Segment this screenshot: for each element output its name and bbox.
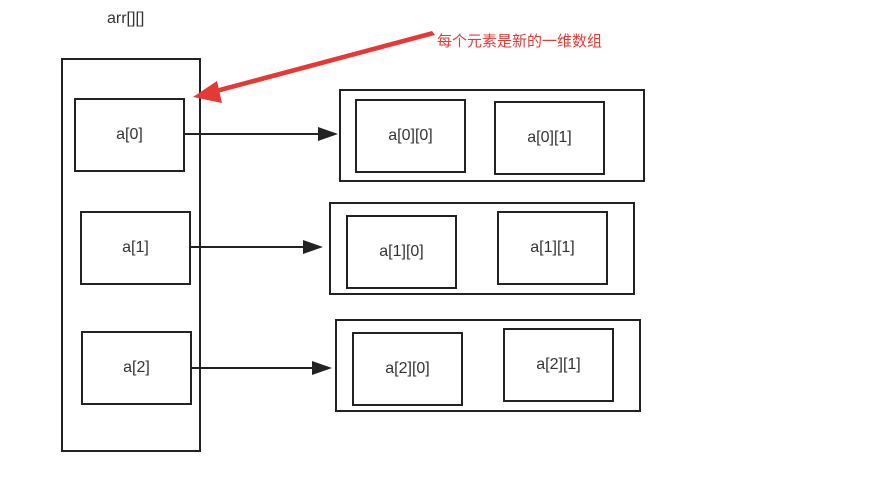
outer-cell-2: a[2] bbox=[81, 331, 192, 405]
inner-cell-1-0: a[1][0] bbox=[346, 215, 457, 289]
inner-cell-2-0: a[2][0] bbox=[352, 332, 463, 406]
inner-cell-2-1: a[2][1] bbox=[503, 328, 614, 402]
arrow-head-0 bbox=[318, 127, 338, 141]
inner-cell-0-1: a[0][1] bbox=[494, 101, 605, 175]
annotation-arrow-head bbox=[193, 81, 222, 103]
arrow-head-2 bbox=[312, 361, 332, 375]
annotation-arrow-shaft bbox=[211, 31, 435, 94]
inner-cell-0-0: a[0][0] bbox=[355, 99, 466, 173]
annotation-text: 每个元素是新的一维数组 bbox=[437, 32, 603, 50]
arrow-head-1 bbox=[303, 240, 323, 254]
inner-cell-1-1: a[1][1] bbox=[497, 211, 608, 285]
array-title: arr[][] bbox=[107, 10, 145, 27]
outer-cell-1: a[1] bbox=[80, 211, 191, 285]
outer-cell-0: a[0] bbox=[74, 98, 185, 172]
